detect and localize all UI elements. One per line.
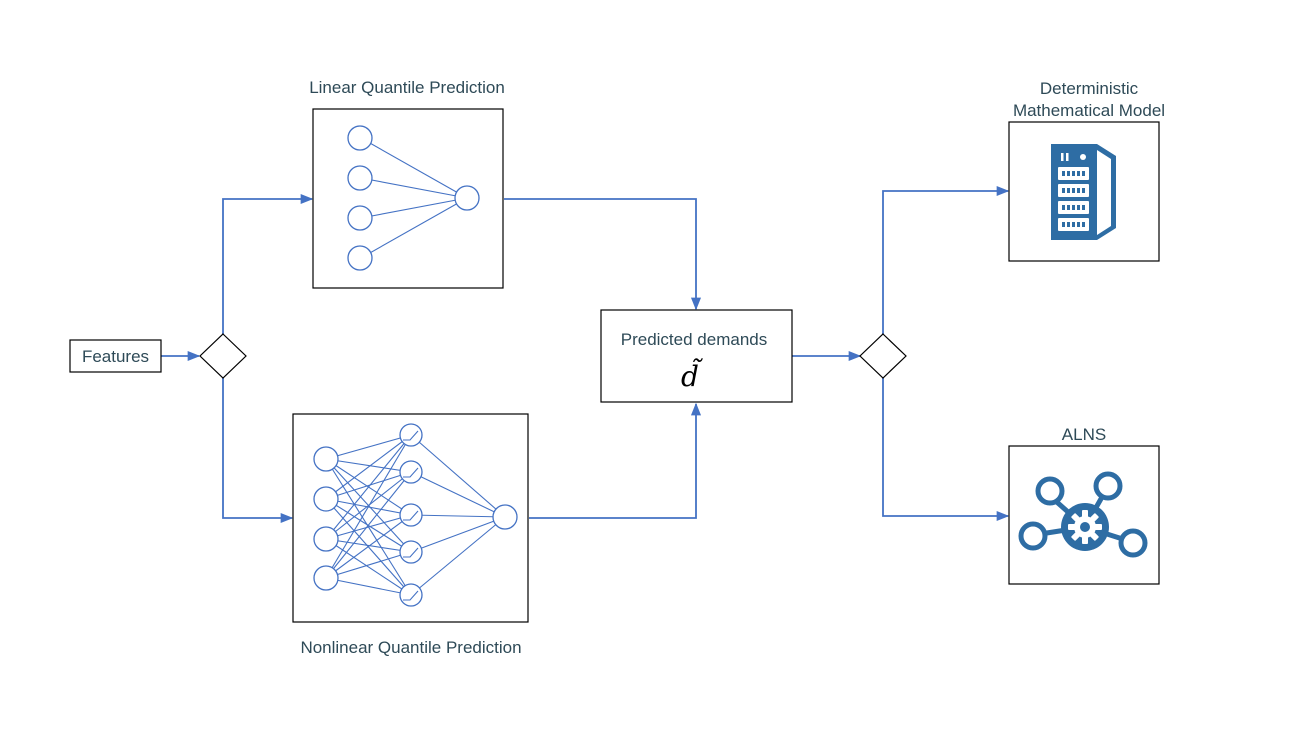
nonlinear-title: Nonlinear Quantile Prediction	[300, 638, 521, 657]
server-rack-icon	[1051, 144, 1116, 240]
features-node: Features	[69, 339, 162, 373]
arrow-split-to-linear	[222, 193, 314, 334]
deterministic-box	[1008, 121, 1160, 262]
linear-box	[312, 108, 504, 289]
predicted-label: Predicted demands	[621, 330, 767, 349]
features-label: Features	[82, 347, 149, 366]
arrow-nonlinear-to-predicted	[529, 402, 702, 519]
deterministic-title-line1: Deterministic	[1040, 79, 1139, 98]
split-diamond-right	[859, 333, 907, 379]
nonlinear-network-icon	[313, 423, 518, 607]
split-diamond-left	[199, 333, 247, 379]
deterministic-title-line2: Mathematical Model	[1013, 101, 1165, 120]
arrow-split-to-nonlinear	[222, 378, 294, 524]
arrow-split-to-deterministic	[882, 185, 1010, 334]
network-gear-icon	[1018, 471, 1148, 558]
linear-network-icon	[347, 125, 480, 271]
alns-title: ALNS	[1062, 425, 1106, 444]
nonlinear-box	[292, 413, 529, 623]
arrow-linear-to-predicted	[504, 198, 702, 311]
alns-box	[1008, 445, 1160, 585]
linear-title: Linear Quantile Prediction	[309, 78, 505, 97]
predicted-symbol: d̃	[681, 358, 704, 393]
connectors	[161, 185, 1010, 524]
predicted-demands-node: Predicted demands d̃	[600, 309, 793, 403]
arrow-split-to-alns	[882, 378, 1010, 522]
